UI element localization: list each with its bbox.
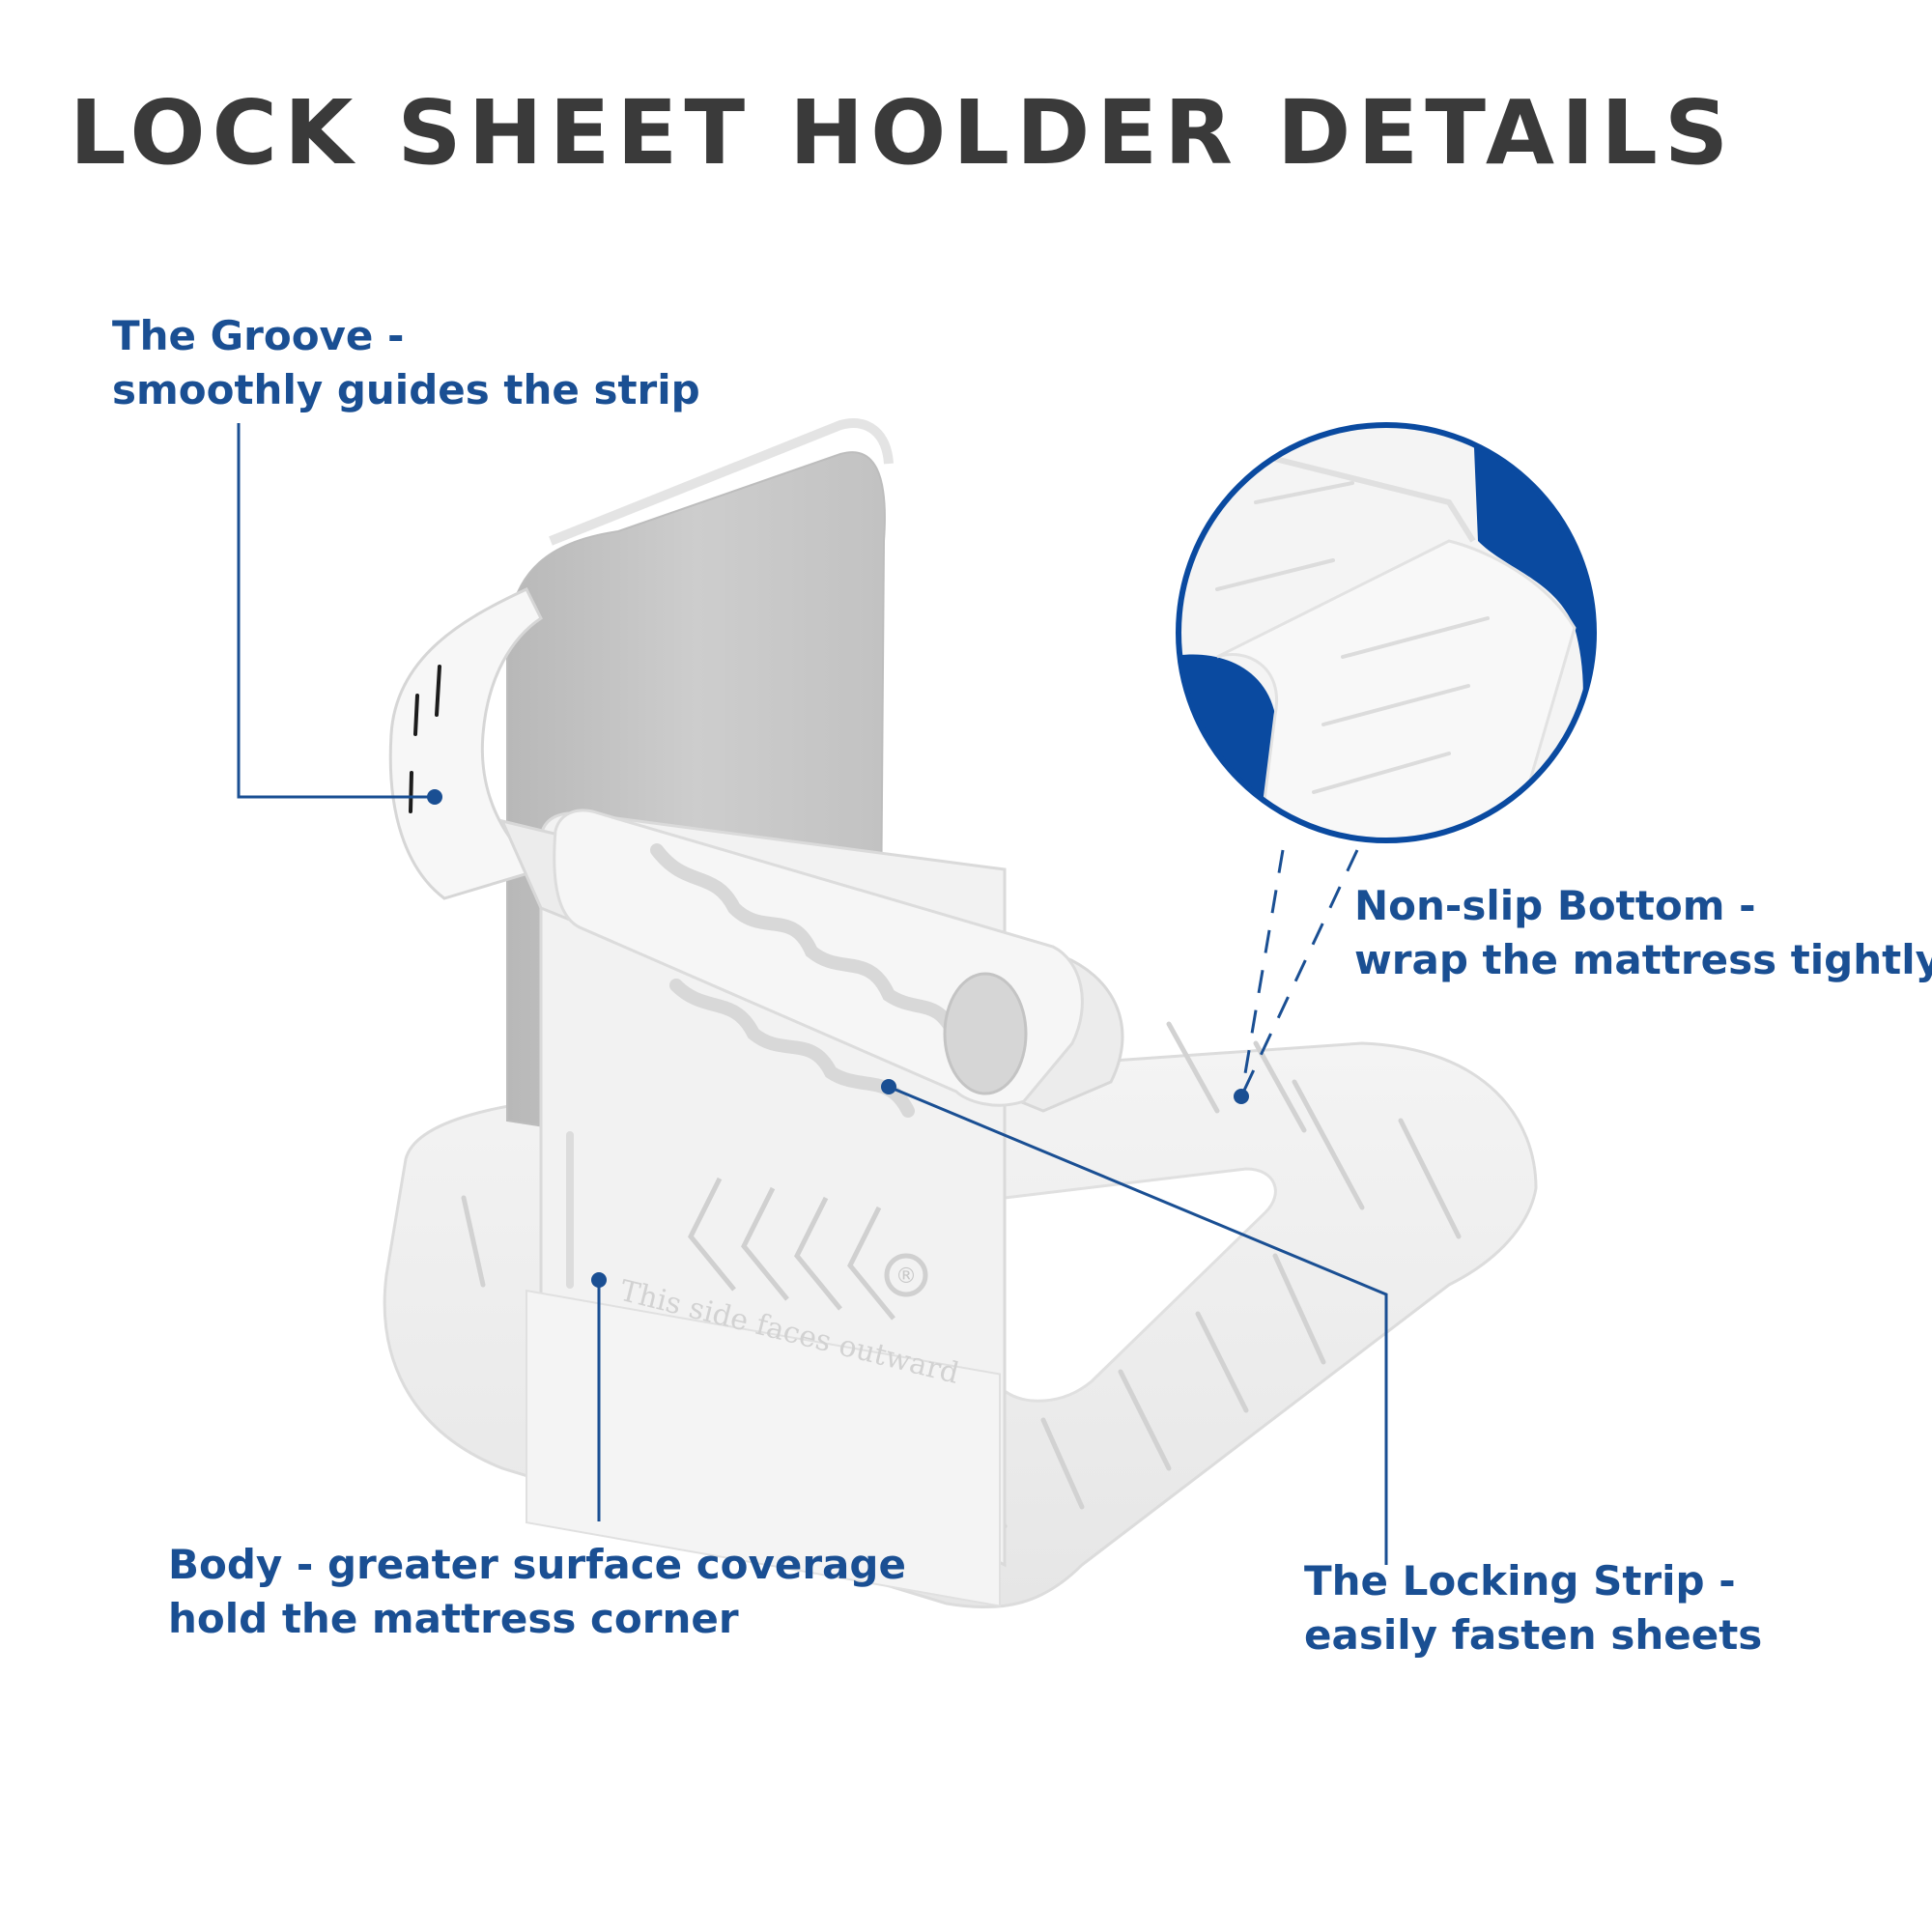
emboss-registered-mark: ® xyxy=(895,1264,917,1289)
locking-strip-leader-line xyxy=(888,1085,1388,1565)
body-dot-icon xyxy=(591,1272,607,1288)
callout-non-slip-description: wrap the mattress tightly xyxy=(1354,936,1932,983)
callout-locking-strip: The Locking Strip - easily fasten sheets xyxy=(1304,1554,1762,1662)
zoom-detail xyxy=(1176,422,1597,843)
non-slip-leader-dash-2 xyxy=(1239,849,1359,1097)
groove-dot-icon xyxy=(427,789,442,805)
callout-groove: The Groove - smoothly guides the strip xyxy=(112,309,700,417)
locking-strip-loop xyxy=(388,587,545,900)
groove-leader-line xyxy=(237,423,435,799)
callout-locking-strip-description: easily fasten sheets xyxy=(1304,1611,1763,1659)
leader-lines xyxy=(237,423,1388,1565)
locking-strip-dot-icon xyxy=(881,1079,896,1094)
callout-groove-title: The Groove - xyxy=(112,312,405,359)
leader-dots xyxy=(427,789,1249,1288)
non-slip-dot-icon xyxy=(1234,1089,1249,1104)
callout-body: Body - greater surface coverage hold the… xyxy=(168,1538,906,1646)
locking-strip xyxy=(499,809,1124,1118)
non-slip-leader-dash-1 xyxy=(1239,849,1285,1097)
callout-locking-strip-title: The Locking Strip - xyxy=(1304,1557,1736,1605)
callout-body-description: hold the mattress corner xyxy=(168,1595,739,1642)
embossed-arrows-icon xyxy=(688,1177,928,1321)
callout-non-slip: Non-slip Bottom - wrap the mattress tigh… xyxy=(1354,879,1932,987)
callout-non-slip-title: Non-slip Bottom - xyxy=(1354,882,1756,929)
page-title: LOCK SHEET HOLDER DETAILS xyxy=(70,81,1736,185)
callout-groove-description: smoothly guides the strip xyxy=(112,366,700,413)
base-cutout xyxy=(1003,1167,1277,1403)
callout-body-title: Body - greater surface coverage xyxy=(168,1541,906,1588)
